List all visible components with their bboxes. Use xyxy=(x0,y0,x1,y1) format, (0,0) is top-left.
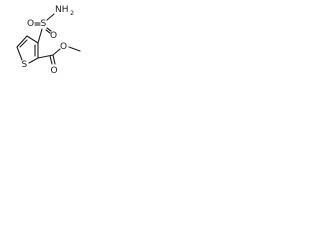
atom-sulfonamide-nitrogen: NH xyxy=(55,5,69,15)
bond-c5-s1 xyxy=(16,46,23,61)
bond-c2-carbonyl-c xyxy=(37,54,54,59)
atom-sulfonamide-nitrogen-subscript: 2 xyxy=(70,9,74,17)
bond-c3-sulfonyl-s xyxy=(37,28,43,44)
bond-s1-c2 xyxy=(28,57,39,64)
molecule-structure-diagram: NH 2 S O O S O O xyxy=(16,5,81,76)
bond-sulfonyl-s-n xyxy=(46,13,55,21)
bond-c4-c5 xyxy=(16,35,28,48)
atom-sulfonyl-sulfur: S xyxy=(41,19,47,29)
bond-c3-c4 xyxy=(26,35,39,44)
atom-sulfonyl-oxygen-left: O xyxy=(27,19,34,29)
bond-sulfonyl-s-o-bottom xyxy=(46,27,52,32)
bonds xyxy=(16,13,81,65)
bond-sulfonyl-s-o-bottom-double xyxy=(45,29,51,34)
bond-ester-o-methyl xyxy=(68,46,81,52)
bond-carbonyl-c-o xyxy=(52,54,56,65)
atom-labels: NH 2 S O O S O O xyxy=(22,5,75,76)
bond-carbonyl-c-ester-o xyxy=(52,48,61,56)
bond-carbonyl-c-o-double xyxy=(49,55,53,65)
atom-ester-oxygen: O xyxy=(60,42,67,52)
bond-c4-c5-inner xyxy=(19,39,28,48)
atom-carbonyl-oxygen: O xyxy=(51,66,58,76)
atom-ring-sulfur: S xyxy=(22,60,28,70)
atom-sulfonyl-oxygen-bottom: O xyxy=(50,31,57,41)
